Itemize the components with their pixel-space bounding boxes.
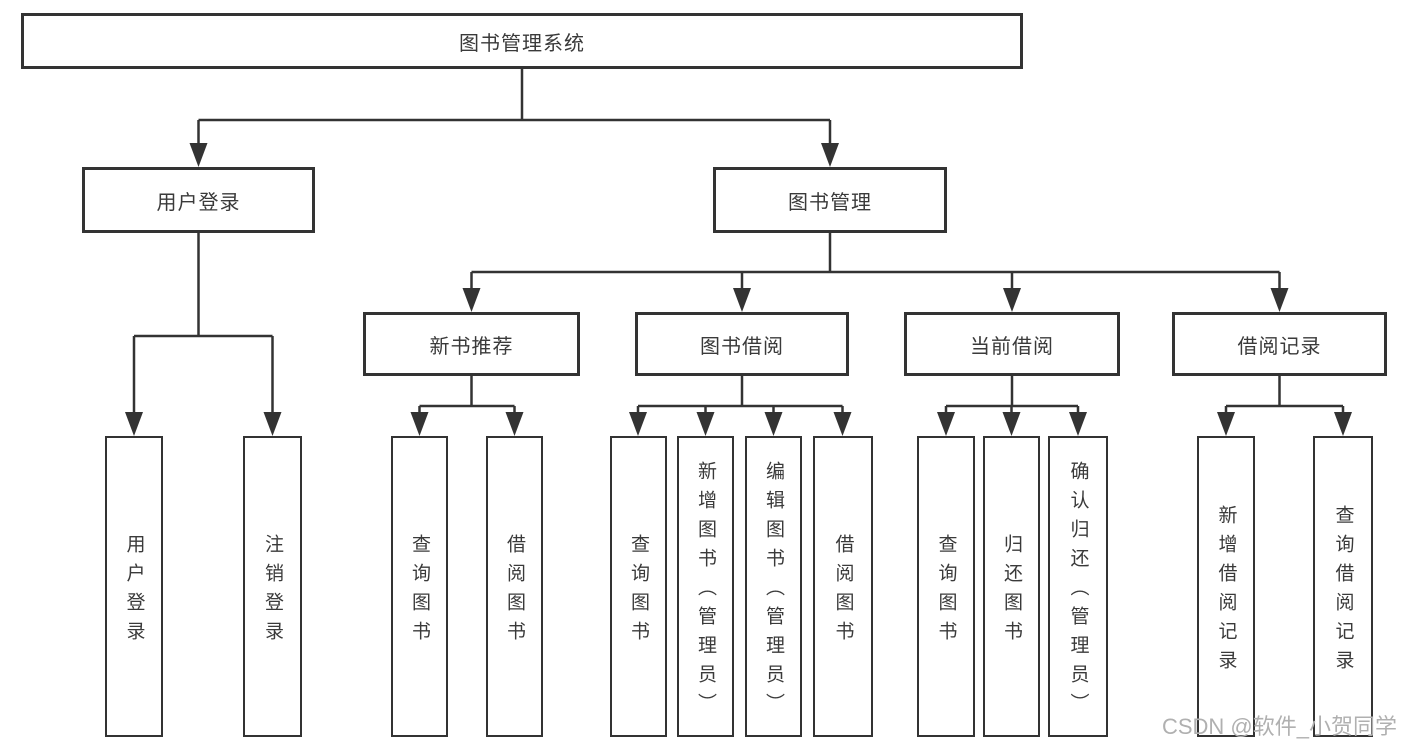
leaf-add-books-admin: 新增图书（管理员） — [677, 436, 734, 737]
leaf-label: 借阅图书 — [504, 533, 525, 650]
leaf-query-books-borrowing: 查询图书 — [610, 436, 667, 737]
leaf-confirm-return-admin: 确认归还（管理员） — [1048, 436, 1108, 737]
leaf-borrow-books-recommend: 借阅图书 — [486, 436, 543, 737]
leaf-user-login: 用户登录 — [105, 436, 163, 737]
node-user-login: 用户登录 — [82, 167, 315, 233]
leaf-query-borrow-record: 查询借阅记录 — [1313, 436, 1373, 737]
arrowhead-icons — [125, 143, 1352, 436]
leaf-label: 查询图书 — [409, 533, 430, 650]
leaf-label: 用户登录 — [123, 533, 145, 650]
leaf-label: 确认归还（管理员） — [1067, 461, 1089, 722]
leaf-label: 新增图书（管理员） — [695, 461, 716, 722]
node-new-book-recommendation: 新书推荐 — [363, 312, 580, 376]
leaf-add-borrow-record: 新增借阅记录 — [1197, 436, 1255, 737]
leaf-logout: 注销登录 — [243, 436, 302, 737]
watermark: CSDN @软件_小贺同学 — [1161, 714, 1397, 739]
leaf-borrow-books-borrowing: 借阅图书 — [813, 436, 873, 737]
node-borrowing-records: 借阅记录 — [1172, 312, 1387, 376]
leaf-label: 注销登录 — [262, 533, 283, 650]
node-book-management: 图书管理 — [713, 167, 947, 233]
leaf-query-books-current: 查询图书 — [917, 436, 975, 737]
leaf-label: 借阅图书 — [832, 533, 854, 650]
leaf-query-books-recommend: 查询图书 — [391, 436, 448, 737]
leaf-label: 查询图书 — [628, 533, 649, 650]
leaf-label: 新增借阅记录 — [1215, 504, 1237, 679]
leaf-edit-books-admin: 编辑图书（管理员） — [745, 436, 802, 737]
leaf-return-books: 归还图书 — [983, 436, 1040, 737]
leaf-label: 编辑图书（管理员） — [763, 461, 784, 722]
node-book-borrowing: 图书借阅 — [635, 312, 849, 376]
node-library-management-system: 图书管理系统 — [21, 13, 1023, 69]
node-current-borrowing: 当前借阅 — [904, 312, 1120, 376]
leaf-label: 归还图书 — [1001, 533, 1022, 650]
leaf-label: 查询借阅记录 — [1332, 504, 1354, 679]
leaf-label: 查询图书 — [935, 533, 957, 650]
